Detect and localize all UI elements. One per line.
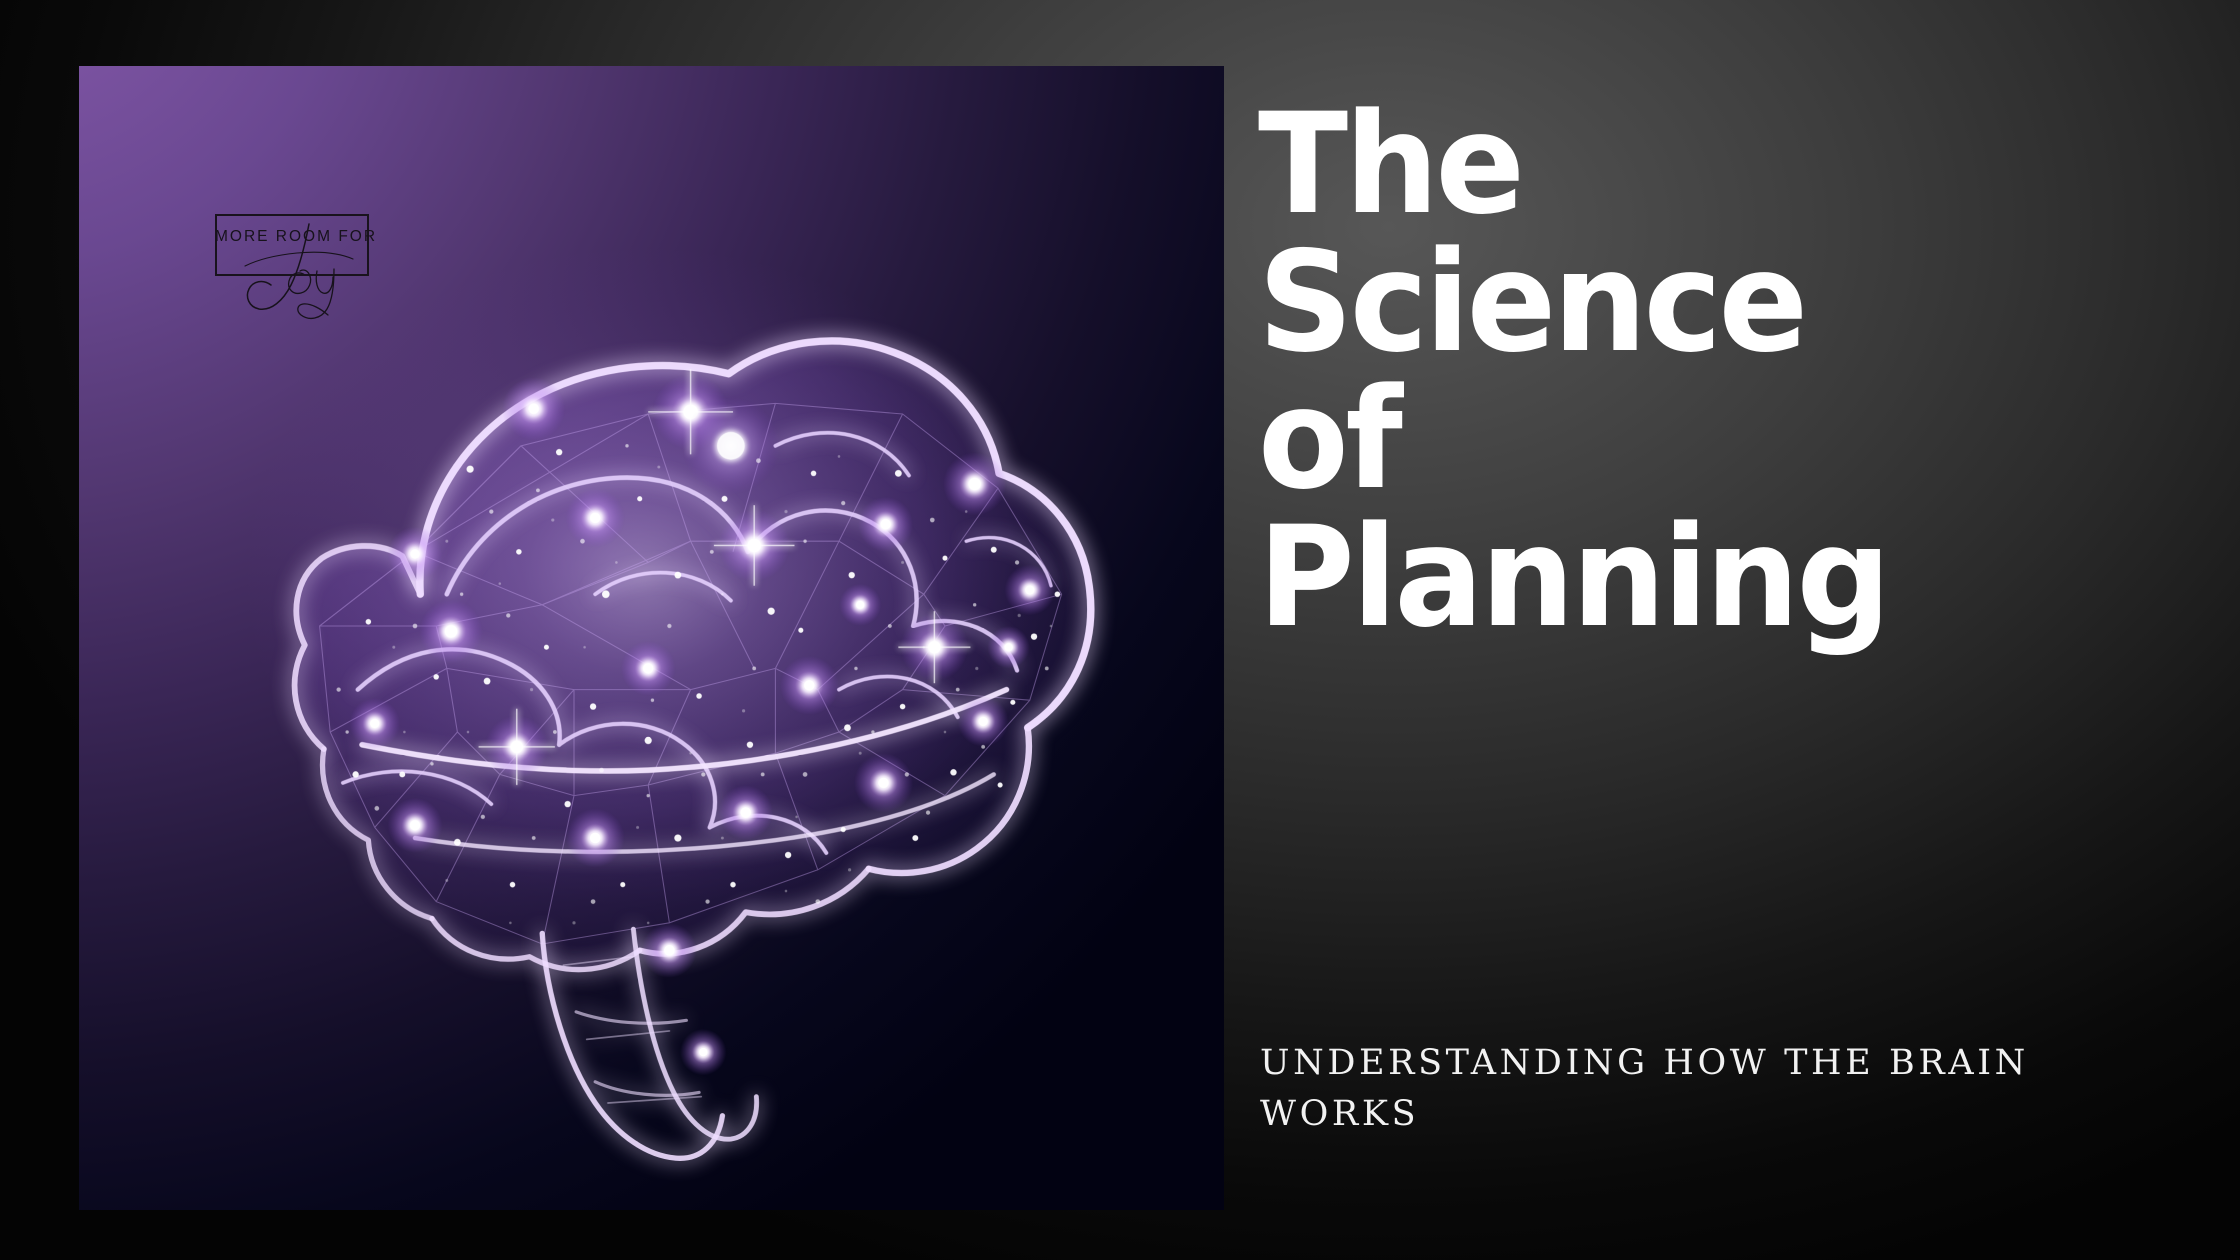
headline-block: The Science of Planning — [1258, 83, 2218, 658]
brain-image-panel: MORE ROOM FOR — [79, 66, 1224, 1210]
headline-line-3: of — [1258, 358, 1403, 521]
headline-line-2: Science — [1258, 220, 1808, 383]
headline-line-4: Planning — [1258, 495, 1891, 658]
headline-line-1: The — [1258, 83, 1525, 245]
subtitle-text: UNDERSTANDING HOW THE BRAIN WORKS — [1260, 1043, 2029, 1134]
brain-illustration — [79, 66, 1224, 1210]
logo-wordmark: MORE ROOM FOR — [215, 228, 378, 245]
brand-logo[interactable]: MORE ROOM FOR — [215, 214, 378, 320]
